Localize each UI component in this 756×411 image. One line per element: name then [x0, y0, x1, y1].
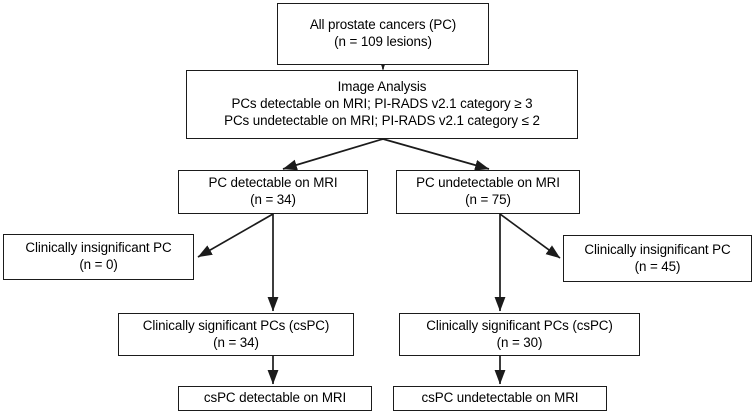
node-clinically-significant-pcs-right: Clinically significant PCs (csPC) (n = 3… — [399, 313, 640, 356]
node-significant-left-line-1: Clinically significant PCs (csPC) — [142, 317, 330, 333]
edge-pc-detectable-to-insignificant-left — [197, 213, 274, 258]
edge-pc-undetectable-to-insignificant-right — [499, 213, 561, 259]
edge-image-analysis-to-pc-undetectable — [382, 138, 490, 171]
node-clinically-insignificant-pc-right: Clinically insignificant PC (n = 45) — [563, 235, 752, 282]
node-all-prostate-cancers: All prostate cancers (PC) (n = 109 lesio… — [277, 3, 489, 65]
node-pc-undetectable-line-2: (n = 75) — [465, 192, 511, 207]
node-insignificant-left-line-2: (n = 0) — [79, 257, 118, 272]
node-insignificant-left-line-1: Clinically insignificant PC — [25, 240, 172, 256]
node-image-analysis-line-1: Image Analysis — [337, 79, 427, 95]
node-cspc-undetectable-line-1: csPC undetectable on MRI — [421, 390, 579, 406]
node-significant-right-line-2: (n = 30) — [496, 334, 543, 350]
node-significant-left-line-2: (n = 34) — [213, 334, 259, 350]
node-all-prostate-cancers-line-2: (n = 109 lesions) — [334, 34, 432, 49]
node-significant-right-line-1: Clinically significant PCs (csPC) — [426, 317, 613, 333]
edge-image-analysis-to-pc-detectable — [282, 138, 384, 171]
node-all-prostate-cancers-line-1: All prostate cancers (PC) — [309, 17, 457, 33]
node-cspc-detectable-line-1: csPC detectable on MRI — [203, 390, 347, 406]
node-insignificant-right-line-2: (n = 45) — [634, 258, 681, 274]
node-clinically-insignificant-pc-left: Clinically insignificant PC (n = 0) — [3, 234, 194, 280]
node-pc-undetectable-on-mri: PC undetectable on MRI (n = 75) — [396, 170, 580, 214]
node-pc-detectable-on-mri: PC detectable on MRI (n = 34) — [178, 170, 368, 214]
node-clinically-significant-pcs-left: Clinically significant PCs (csPC) (n = 3… — [118, 313, 354, 356]
node-pc-detectable-line-2: (n = 34) — [250, 192, 296, 207]
node-cspc-detectable-on-mri: csPC detectable on MRI — [178, 386, 372, 411]
node-image-analysis-line-3: PCs undetectable on MRI; PI-RADS v2.1 ca… — [224, 112, 540, 128]
node-pc-detectable-line-1: PC detectable on MRI — [208, 175, 338, 191]
node-cspc-undetectable-on-mri: csPC undetectable on MRI — [393, 386, 607, 411]
node-insignificant-right-line-1: Clinically insignificant PC — [584, 241, 731, 257]
node-pc-undetectable-line-1: PC undetectable on MRI — [416, 175, 560, 191]
node-image-analysis-line-2: PCs detectable on MRI; PI-RADS v2.1 cate… — [231, 96, 533, 112]
node-image-analysis: Image Analysis PCs detectable on MRI; PI… — [186, 70, 578, 139]
